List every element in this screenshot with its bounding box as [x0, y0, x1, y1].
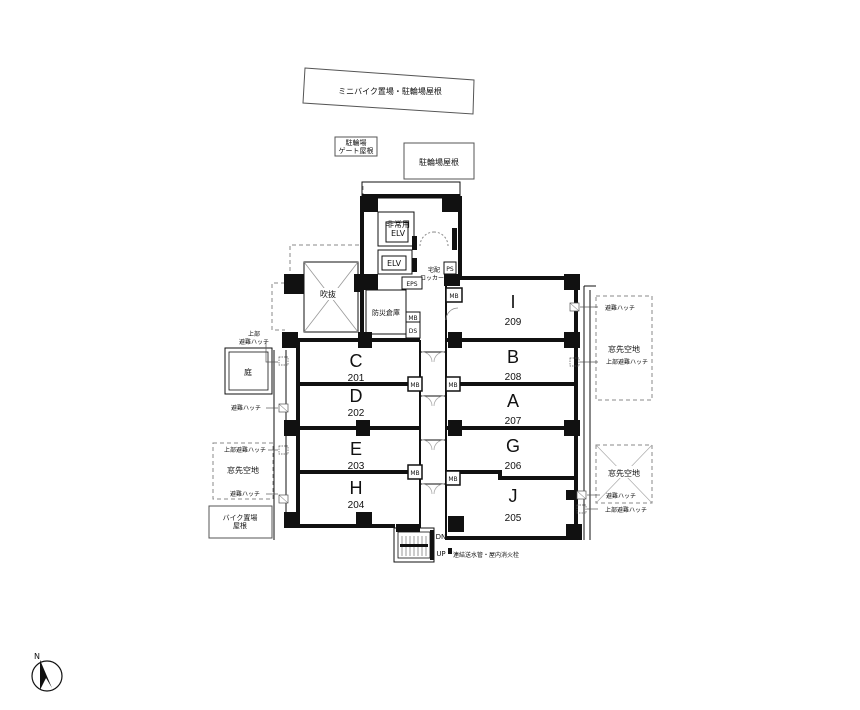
north-arrow-icon: N: [31, 652, 63, 692]
gate-roof: 駐輪場 ゲート屋根: [334, 136, 378, 157]
upper-evac-hatch-label: 上部避難ハッチ: [224, 446, 266, 454]
unit-letter: J: [509, 486, 518, 506]
unit-letter: I: [510, 292, 515, 312]
unit-202: D 202: [348, 386, 365, 419]
unit-letter: A: [507, 391, 519, 411]
core-rooms: 非常用 ELV ELV 宅配 ロッカー PS EPS 防災倉庫 MB DS: [365, 211, 459, 339]
unit-letter: C: [350, 351, 363, 371]
unit-number: 205: [505, 513, 522, 524]
bicycle-roof-label: 駐輪場屋根: [419, 157, 459, 167]
upper-evac-hatch-left-top: 上部 避難ハッチ: [239, 330, 289, 366]
window-space-label: 窓先空地: [227, 465, 259, 475]
upper-hatch-label-2: 避難ハッチ: [239, 338, 269, 346]
unit-number: 209: [505, 317, 522, 328]
unit-208: B 208: [505, 347, 522, 383]
north-label: N: [34, 652, 40, 661]
evac-hatch-right-205: 避難ハッチ: [576, 490, 636, 500]
gate-roof-label-2: ゲート屋根: [339, 146, 374, 155]
mb-label: MB: [448, 476, 457, 483]
emergency-elv-label-1: 非常用: [386, 219, 410, 229]
unit-number: 204: [348, 500, 365, 511]
mb-label: MB: [410, 382, 419, 389]
unit-204: H 204: [348, 478, 365, 511]
mb-label: MB: [408, 315, 417, 322]
window-space-right-bottom: 窓先空地: [595, 444, 653, 504]
void-label: 吹抜: [320, 289, 336, 299]
window-space-left: 窓先空地: [227, 465, 259, 475]
void: 吹抜: [303, 261, 359, 333]
mb-label: MB: [410, 470, 419, 477]
unit-letter: E: [350, 439, 362, 459]
eps-label: EPS: [406, 281, 417, 288]
evac-hatch-label: 避難ハッチ: [606, 492, 636, 500]
evac-hatch-label: 避難ハッチ: [605, 304, 635, 312]
stairs-down-label: DN: [436, 533, 447, 541]
stairs: DN UP 連結送水管・屋内消火栓: [393, 527, 519, 563]
mb-label: MB: [448, 382, 457, 389]
bike-parking-roof: ミニバイク置場・駐輪場屋根: [302, 67, 475, 115]
bike-roof-label-1: バイク置場: [223, 513, 258, 522]
storage-label: 防災倉庫: [372, 308, 400, 317]
gate-roof-label-1: 駐輪場: [346, 138, 367, 147]
unit-number: 201: [348, 373, 365, 384]
unit-number: 203: [348, 461, 365, 472]
bike-parking-roof-label: ミニバイク置場・駐輪場屋根: [338, 86, 442, 96]
unit-206: G 206: [505, 436, 522, 472]
window-space-label: 窓先空地: [608, 344, 640, 354]
evac-hatch-left-202: 避難ハッチ: [231, 403, 289, 413]
evac-hatch-right-209: 避難ハッチ: [569, 302, 635, 312]
unit-209: I 209: [505, 292, 522, 328]
evac-hatch-label: 避難ハッチ: [231, 404, 261, 412]
unit-number: 207: [505, 416, 522, 427]
unit-201: C 201: [348, 351, 365, 384]
upper-evac-hatch-label: 上部避難ハッチ: [606, 358, 648, 366]
building-outline: [273, 181, 596, 540]
standpipe-label: 連結送水管・屋内消火栓: [453, 551, 519, 559]
unit-letter: H: [350, 478, 363, 498]
upper-evac-hatch-right-205: 上部避難ハッチ: [576, 504, 647, 514]
unit-number: 208: [505, 372, 522, 383]
garden-label: 庭: [244, 367, 252, 377]
upper-evac-hatch-right-208: 上部避難ハッチ: [569, 357, 648, 367]
emergency-elv-label-2: ELV: [391, 229, 406, 238]
upper-evac-hatch-label: 上部避難ハッチ: [605, 506, 647, 514]
evac-hatch-label: 避難ハッチ: [230, 490, 260, 498]
ds-label: DS: [409, 328, 418, 335]
unit-letter: D: [350, 386, 363, 406]
unit-letter: G: [506, 436, 520, 456]
garden: 庭: [224, 347, 273, 395]
upper-hatch-label-1: 上部: [248, 330, 260, 338]
unit-number: 202: [348, 408, 365, 419]
unit-letter: B: [507, 347, 519, 367]
window-space-label: 窓先空地: [608, 468, 640, 478]
bike-roof-label-2: 屋根: [233, 521, 247, 530]
unit-205: J 205: [505, 486, 522, 524]
unit-203: E 203: [348, 439, 365, 472]
mb-boxes: MB MB MB MB MB: [407, 287, 463, 486]
bicycle-roof: 駐輪場屋根: [403, 142, 475, 180]
elv-label: ELV: [387, 259, 402, 268]
unit-207: A 207: [505, 391, 522, 427]
dashed-outlines: [212, 186, 653, 504]
evac-hatch-left-204: 避難ハッチ: [230, 490, 289, 504]
unit-number: 206: [505, 461, 522, 472]
ps-label: PS: [446, 266, 454, 273]
bike-roof-left: バイク置場 屋根: [208, 505, 273, 539]
stairs-up-label: UP: [436, 550, 445, 558]
upper-evac-hatch-left-203: 上部避難ハッチ: [224, 445, 289, 455]
structural-columns: [282, 196, 582, 540]
delivery-locker-label-2: ロッカー: [420, 275, 444, 282]
delivery-locker-label-1: 宅配: [428, 266, 440, 274]
mb-label: MB: [449, 293, 458, 300]
corridor-door-swings: [421, 351, 445, 495]
window-space-right-top: 窓先空地: [608, 344, 640, 354]
